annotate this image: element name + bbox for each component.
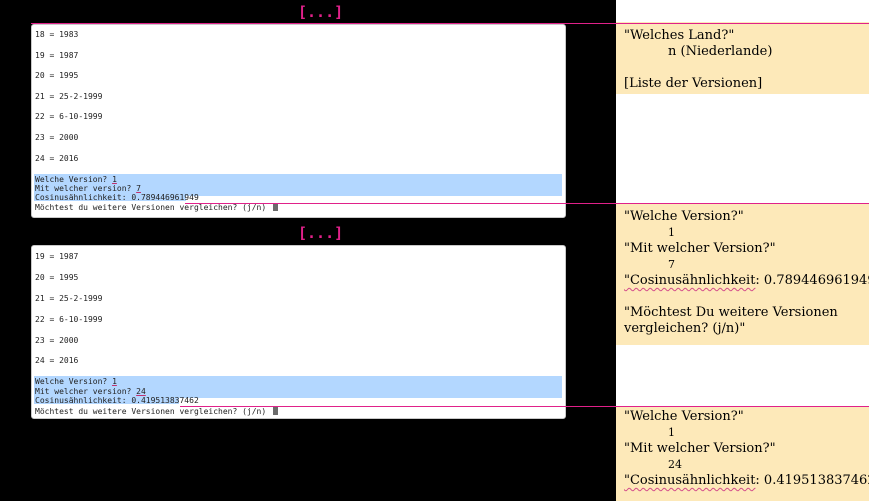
terminal-window[interactable]: 18 = 1983 19 = 1987 20 = 1995 21 = 25-2-… [31, 24, 566, 218]
annotation-comparison-1: "Welche Version?" 1 "Mit welcher Version… [616, 204, 869, 345]
annotation-line: 7 [668, 258, 675, 271]
version-list-item: 22 = 6-10-1999 [35, 315, 103, 324]
version-list-item: 22 = 6-10-1999 [35, 112, 103, 121]
version-list-item: 18 = 1983 [35, 30, 79, 39]
similarity-value: 0.789446961949 [131, 193, 199, 202]
annotation-line: "Welches Land?" [624, 28, 735, 43]
terminal-window[interactable]: 19 = 1987 20 = 1995 21 = 25-2-1999 22 = … [31, 245, 566, 419]
prompt-label: Mit welcher version? [35, 387, 137, 396]
version-list-item: 20 = 1995 [35, 273, 79, 282]
annotation-spacer [624, 60, 869, 76]
prompt-label: Mit welcher version? [35, 184, 137, 193]
similarity-output: Cosinusähnlichkeit: 0.419513837462 [35, 396, 199, 406]
annotation-line: "Welche Version?" [624, 209, 744, 224]
annotation-line: 1 [668, 226, 675, 239]
continue-prompt[interactable]: Möchtest du weitere Versionen vergleiche… [35, 203, 279, 213]
annotation-country: "Welches Land?" n (Niederlande) [Liste d… [616, 22, 869, 94]
prompt-label: Welche Version? [35, 175, 113, 184]
annotation-line: "Mit welcher Version?" [624, 241, 776, 256]
connector-line [180, 406, 869, 407]
version-list-item: 24 = 2016 [35, 356, 79, 365]
annotation-line: 24 [668, 458, 682, 471]
prompt-answer: 7 [136, 184, 141, 193]
annotation-spacer [624, 289, 869, 305]
similarity-output: Cosinusähnlichkeit: 0.789446961949 [35, 193, 199, 203]
prompt-answer: 1 [112, 175, 117, 184]
text-cursor [273, 407, 279, 415]
version-list-item: 19 = 1987 [35, 51, 79, 60]
version-list-item: 24 = 2016 [35, 154, 79, 163]
text-cursor [273, 203, 279, 211]
version-list-item: 21 = 25-2-1999 [35, 92, 103, 101]
prompt-label: Möchtest du weitere Versionen vergleiche… [35, 203, 272, 212]
annotation-word: "Cosinusähnlichkeit [624, 473, 756, 488]
annotation-line: "Cosinusähnlichkeit: 0.419513837462" [624, 473, 869, 489]
version-list-item: 19 = 1987 [35, 252, 79, 261]
continue-prompt[interactable]: Möchtest du weitere Versionen vergleiche… [35, 407, 279, 417]
version-list-item: 21 = 25-2-1999 [35, 294, 103, 303]
similarity-label: Cosinusähnlichkeit: [35, 193, 132, 202]
annotation-line: [Liste der Versionen] [624, 76, 763, 91]
annotation-line: "Welche Version?" [624, 409, 744, 424]
annotation-word: : 0.419513837462" [755, 473, 869, 488]
annotation-line: "Möchtest Du weitere Versionen [624, 305, 838, 320]
prompt-label: Welche Version? [35, 377, 113, 386]
connector-line [185, 203, 869, 204]
prompt-answer: 1 [112, 377, 117, 386]
ellipsis-marker: [...] [298, 3, 344, 21]
annotation-word: : 0.789446961949" [755, 273, 869, 288]
similarity-label: Cosinusähnlichkeit: [35, 396, 132, 405]
prompt-answer: 24 [136, 387, 146, 396]
ellipsis-marker: [...] [298, 224, 344, 242]
version-list-item: 20 = 1995 [35, 71, 79, 80]
annotation-line: n (Niederlande) [668, 44, 773, 59]
annotation-line: vergleichen? (j/n)" [624, 321, 746, 336]
annotation-line: "Mit welcher Version?" [624, 441, 776, 456]
prompt-label: Möchtest du weitere Versionen vergleiche… [35, 407, 272, 416]
annotation-comparison-2: "Welche Version?" 1 "Mit welcher Version… [616, 406, 869, 501]
version-list-item: 23 = 2000 [35, 336, 79, 345]
text-selection [34, 376, 562, 398]
compare-prompt: Mit welcher version? 7 [35, 184, 141, 194]
version-prompt: Welche Version? 1 [35, 175, 117, 185]
similarity-value: 0.419513837462 [131, 396, 199, 405]
connector-line [31, 23, 869, 24]
compare-prompt: Mit welcher version? 24 [35, 387, 146, 397]
version-prompt: Welche Version? 1 [35, 377, 117, 387]
text-selection [34, 174, 562, 196]
text-selection [34, 394, 179, 404]
text-selection [34, 191, 186, 201]
version-list-item: 23 = 2000 [35, 133, 79, 142]
annotation-line: 1 [668, 426, 675, 439]
annotation-line: "Cosinusähnlichkeit: 0.789446961949" [624, 273, 869, 289]
annotation-word: "Cosinusähnlichkeit [624, 273, 756, 288]
